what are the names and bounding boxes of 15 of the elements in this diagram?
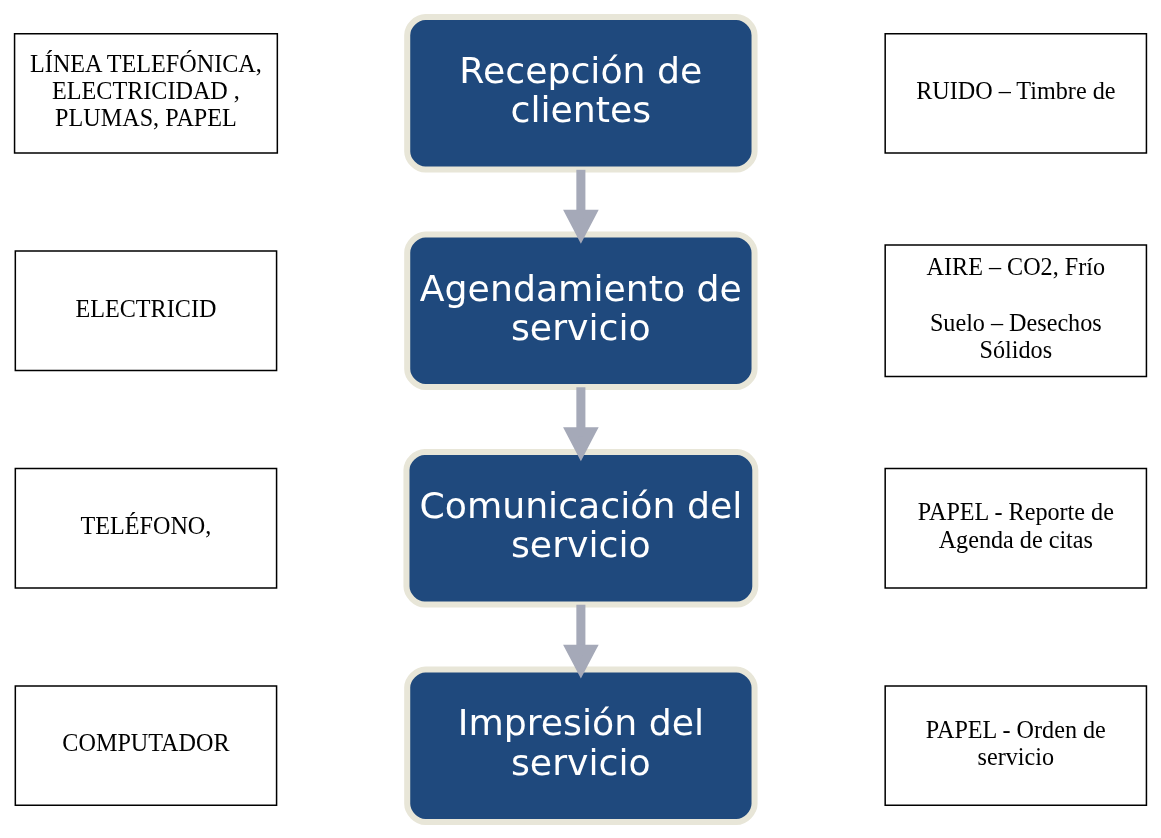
node-box: COMPUTADOR [14, 684, 278, 806]
node-box: Comunicación del servicio [403, 448, 759, 607]
arrow [563, 604, 599, 679]
node-box: Recepción de clientes [404, 13, 758, 173]
arrow [563, 169, 599, 244]
node-box: LÍNEA TELEFÓNICA, ELECTRICIDAD , PLUMAS, PAPEL [13, 32, 279, 154]
node-box: PAPEL - Orden de servicio [884, 684, 1148, 806]
node-box: Impresión del servicio [404, 665, 758, 825]
node-box: PAPEL - Reporte de Agenda de citas [884, 467, 1148, 589]
node-box: TELÉFONO, [14, 467, 278, 589]
node-box: RUIDO – Timbre de [884, 32, 1148, 154]
node-box: ELECTRICID [14, 249, 278, 371]
node-box: AIRE – CO2, Frío Suelo – Desechos Sólidos [884, 243, 1148, 377]
arrow [563, 386, 599, 461]
node-box: Agendamiento de servicio [404, 231, 758, 390]
